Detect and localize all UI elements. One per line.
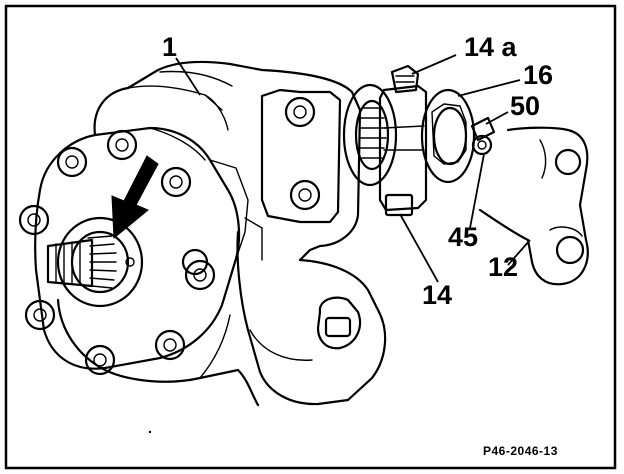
figure-code: P46-2046-13 [483, 444, 558, 458]
bolt [154, 329, 186, 361]
leader-lines [175, 54, 531, 283]
leader-16 [457, 79, 521, 97]
scan-dot [148, 430, 152, 434]
flange-bolts [18, 129, 216, 376]
bolt [24, 299, 56, 331]
figure-frame [4, 4, 617, 470]
leader-45 [469, 153, 485, 229]
bolt [84, 344, 116, 376]
direction-arrow [111, 155, 159, 240]
centre-housing-details [181, 88, 342, 276]
bolt [18, 204, 50, 236]
callout-14a: 14 a [464, 32, 518, 62]
leader-1 [175, 57, 201, 96]
sector-shaft-assembly [342, 64, 496, 217]
drain-plug [316, 296, 362, 350]
bolt [56, 146, 88, 178]
pitman-arm [478, 126, 589, 286]
bolt [106, 129, 138, 161]
callout-45: 45 [448, 222, 478, 252]
leader-14 [399, 213, 439, 283]
input-shaft [46, 216, 144, 308]
callout-50: 50 [510, 91, 540, 121]
leader-12 [507, 239, 531, 266]
steering-gear-housing [56, 60, 387, 407]
callout-12: 12 [488, 252, 518, 282]
callout-16: 16 [523, 60, 553, 90]
callout-14: 14 [422, 280, 452, 310]
leader-14a [411, 54, 457, 75]
leader-50 [485, 111, 509, 125]
bolt [184, 259, 216, 291]
bolt [160, 166, 192, 198]
callout-1: 1 [162, 32, 177, 62]
